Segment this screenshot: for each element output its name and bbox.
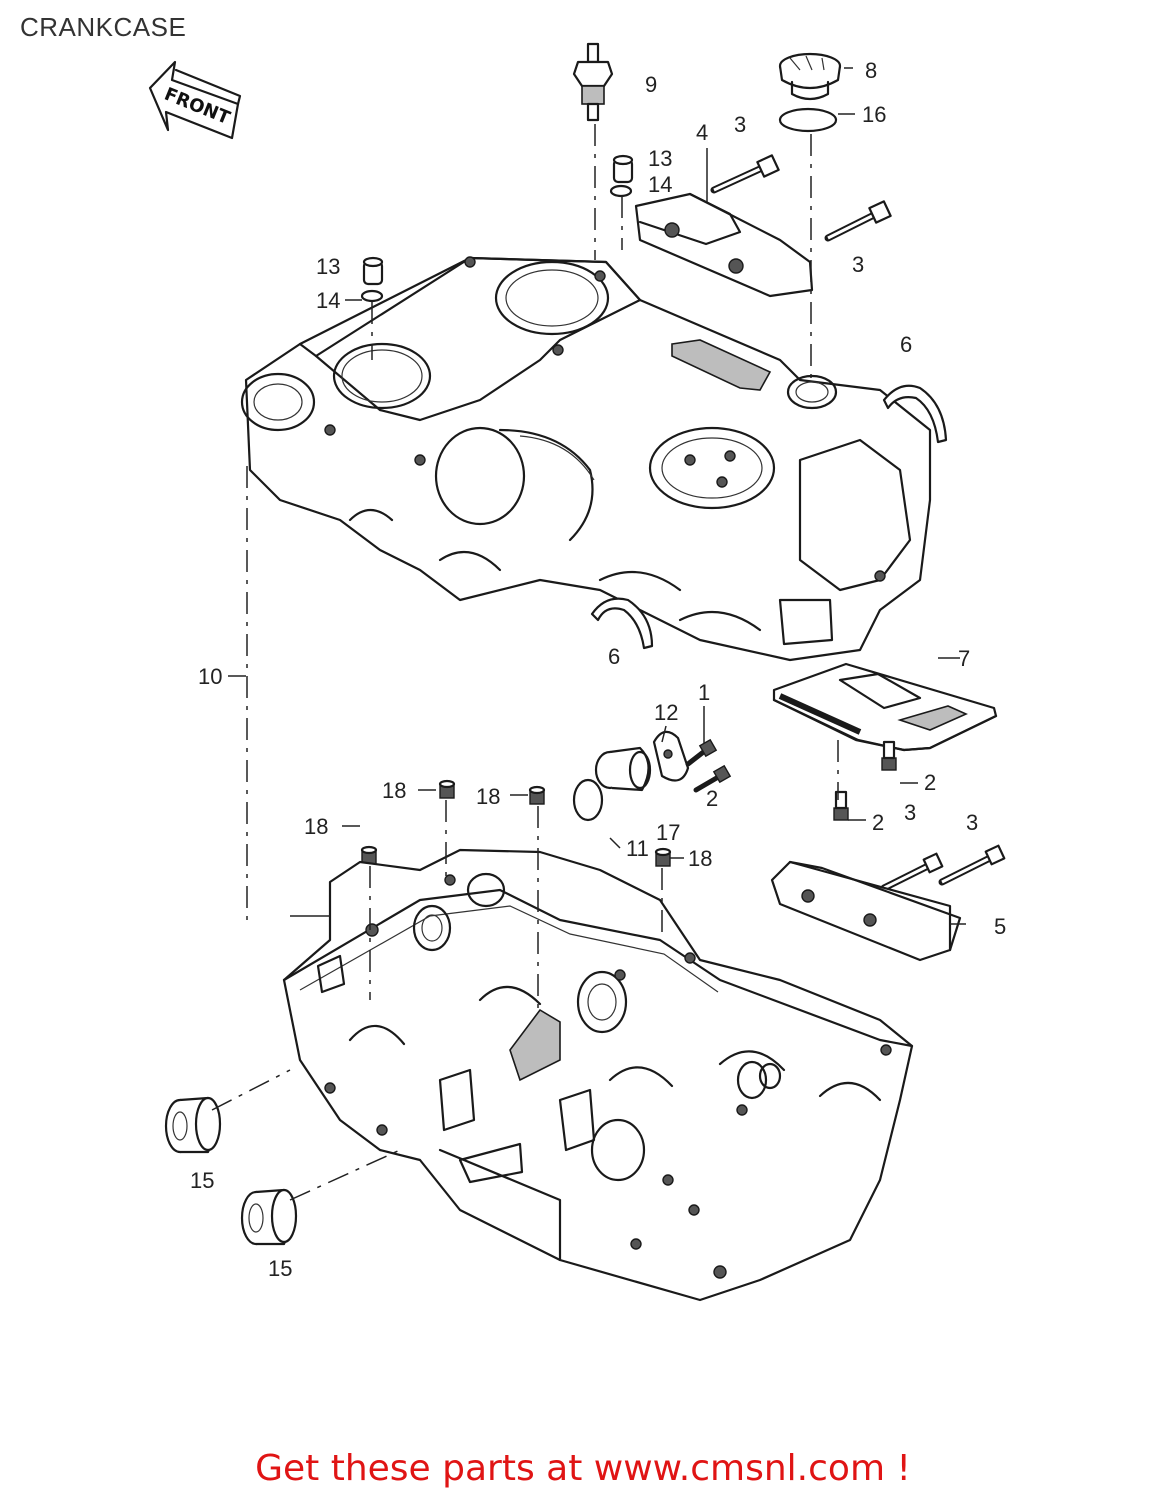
callout-15b: 15	[268, 1256, 292, 1281]
bolt-lower-b	[938, 844, 1006, 886]
oil-jet-d	[654, 847, 672, 867]
callout-10: 10	[198, 664, 222, 689]
page-title: CRANKCASE	[20, 12, 187, 42]
oil-jet-a	[360, 845, 378, 865]
bolt-2-right	[881, 740, 897, 771]
screw-1b	[693, 764, 732, 793]
lower-cover-plate	[770, 860, 962, 962]
callout-13b: 13	[316, 254, 340, 279]
footer-parts-link[interactable]: Get these parts at www.cmsnl.com !	[255, 1448, 911, 1489]
callout-14b: 14	[316, 288, 340, 313]
callout-2c: 2	[872, 810, 884, 835]
upper-cover-plate	[634, 192, 814, 298]
o-ring-11	[572, 778, 604, 822]
bolt-upper-b	[824, 200, 892, 242]
callout-1: 1	[698, 680, 710, 705]
screw-1a	[685, 738, 718, 767]
callout-5: 5	[994, 914, 1006, 939]
half-ring-lower	[590, 597, 654, 650]
bolt-lower-a	[880, 852, 944, 892]
breather-nipple-upper	[609, 154, 634, 198]
oil-filler-cap	[778, 52, 842, 101]
oil-seal-upper	[164, 1096, 222, 1154]
callout-18b: 18	[382, 778, 406, 803]
lower-crankcase	[282, 848, 914, 1302]
callout-16: 16	[862, 102, 886, 127]
breather-plate	[772, 662, 998, 752]
callout-3b: 3	[852, 252, 864, 277]
o-ring	[778, 107, 838, 133]
callout-3c: 3	[904, 800, 916, 825]
callout-9: 9	[645, 72, 657, 97]
callout-18a: 18	[304, 814, 328, 839]
callout-13a: 13	[648, 146, 672, 171]
callout-17: 17	[656, 820, 680, 845]
half-ring-right	[882, 384, 948, 444]
callout-14a: 14	[648, 172, 672, 197]
oil-jet-b	[438, 779, 456, 799]
breather-nipple-left	[360, 256, 384, 303]
callout-4: 4	[696, 120, 708, 145]
callout-15a: 15	[190, 1168, 214, 1193]
upper-crankcase	[240, 256, 932, 662]
callout-7: 7	[958, 646, 970, 671]
callout-3a: 3	[734, 112, 746, 137]
callout-18c: 18	[476, 784, 500, 809]
callout-3d: 3	[966, 810, 978, 835]
plug	[594, 746, 652, 792]
front-arrow-icon: FRONT	[148, 60, 242, 140]
crankcase-exploded-diagram: FRONT	[148, 42, 1006, 1302]
bolt-2-left	[833, 790, 849, 821]
callout-12: 12	[654, 700, 678, 725]
bolt-upper-a	[710, 154, 780, 194]
callout-2a: 2	[924, 770, 936, 795]
callout-6a: 6	[900, 332, 912, 357]
callout-6b: 6	[608, 644, 620, 669]
callout-18d: 18	[688, 846, 712, 871]
callout-8: 8	[865, 58, 877, 83]
oil-seal-lower	[240, 1188, 298, 1246]
oil-jet-c	[528, 785, 546, 805]
callout-11: 11	[626, 836, 649, 861]
callout-2b: 2	[706, 786, 718, 811]
oil-pressure-switch	[572, 42, 614, 122]
